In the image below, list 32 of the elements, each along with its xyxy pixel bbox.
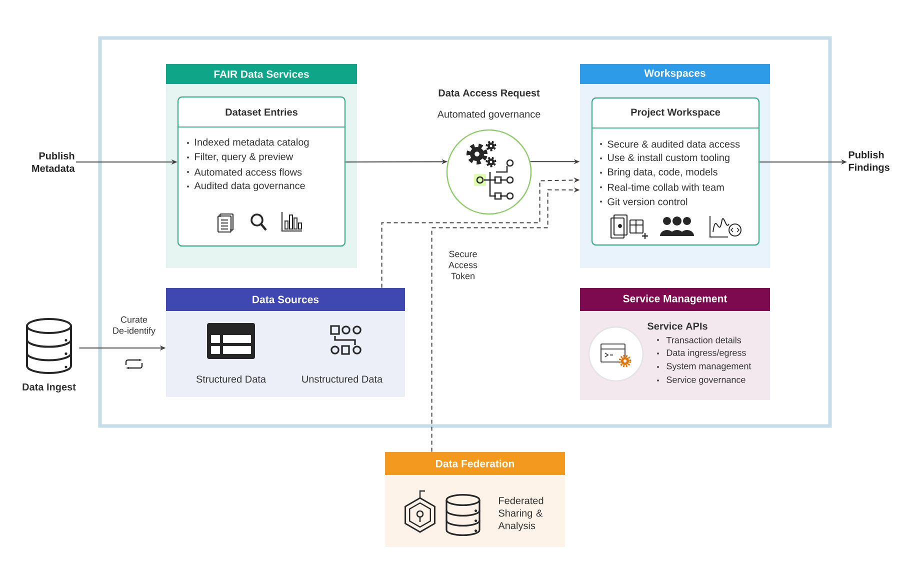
- item-caption: Structured Data: [196, 375, 266, 383]
- bullet-item: Use & install custom tooling: [600, 154, 730, 164]
- platform-frame: [98, 36, 832, 428]
- list-heading: Service APIs: [648, 322, 708, 330]
- card-title: Project Workspace: [631, 108, 720, 118]
- flow-label: Publish Findings: [848, 151, 890, 173]
- bullet-item: Git version control: [600, 198, 688, 206]
- bullet-item: Audited data governance: [187, 182, 305, 192]
- panel-header: Workspaces: [580, 64, 770, 84]
- bullet-item: Data ingress/egress: [657, 349, 746, 358]
- panel-header: Service Management: [580, 288, 770, 311]
- bullet-item: Transaction details: [657, 336, 742, 344]
- edge-label: Curate De-identify: [103, 315, 165, 337]
- bullet-item: System management: [657, 362, 752, 372]
- panel-header: Data Sources: [166, 288, 405, 311]
- bullet-item: Filter, query & preview: [187, 152, 294, 162]
- bullet-item: Automated access flows: [187, 168, 302, 176]
- panel-text: Federated Sharing & Analysis: [498, 496, 544, 532]
- flow-label: Publish Metadata: [32, 152, 75, 172]
- panel-header: FAIR Data Services: [166, 64, 357, 84]
- panel-header: Data Federation: [385, 452, 565, 475]
- icon-caption: Data Ingest: [22, 384, 76, 392]
- bullet-item: Bring data, code, models: [600, 168, 718, 178]
- card-title: Dataset Entries: [226, 108, 298, 116]
- bullet-item: Secure & audited data access: [600, 140, 740, 148]
- circle-subtitle: Automated governance: [437, 110, 540, 120]
- edge-label: Secure Access Token: [437, 250, 489, 280]
- circle-title: Data Access Request: [438, 90, 540, 98]
- bullet-item: Real-time collab with team: [600, 184, 724, 191]
- bullet-item: Service governance: [657, 376, 746, 385]
- item-caption: Unstructured Data: [302, 375, 383, 383]
- bullet-item: Indexed metadata catalog: [187, 138, 309, 148]
